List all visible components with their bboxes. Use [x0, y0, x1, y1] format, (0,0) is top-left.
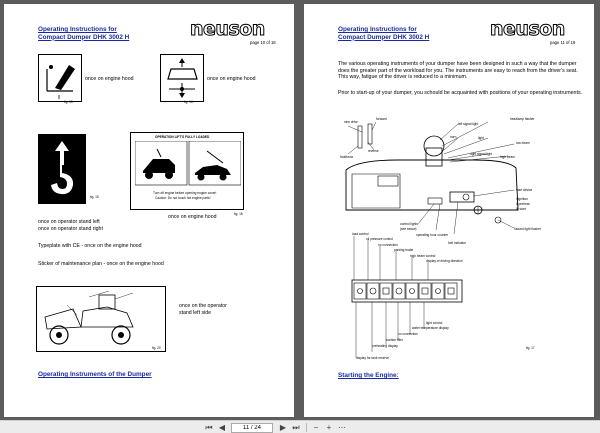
stand-left-text: once on operator stand left	[38, 219, 100, 225]
neuson-logo: neuson	[490, 18, 566, 41]
neuson-logo: neuson	[190, 18, 266, 41]
label-left-signal-light: left signal light	[458, 122, 479, 126]
fig16-label: fig. 16	[234, 212, 243, 216]
more-options-icon[interactable]: ⋯	[338, 423, 346, 432]
label-nine-drive: nine drive	[344, 120, 358, 124]
previous-page-icon[interactable]: ◀	[218, 423, 226, 432]
fig14-label: fig. 14	[184, 100, 193, 104]
warning-line1: Turn off engine before opening engine co…	[153, 191, 217, 195]
fig16-caption: once on engine hood	[168, 214, 217, 220]
page-title-line1: Operating Instructions for	[338, 26, 417, 33]
label-headlamp-flasher: headlamp flasher	[510, 117, 535, 121]
label-light-control: light control	[426, 321, 443, 325]
section-heading: Starting the Engine:	[338, 372, 399, 379]
label-ignition: I ignition	[516, 197, 528, 201]
label-hazard-light-flasher: hazard light flasher	[514, 227, 541, 231]
fig13-caption: once on engine hood	[85, 76, 134, 82]
fig20-dumper-drawing	[36, 286, 166, 352]
label-suction-filter: suction filter	[386, 338, 404, 342]
warning-line2: Caution: Do not touch hot engine parts!	[155, 196, 211, 200]
page-navigation-toolbar: ⏮ ◀ ▶ ⏭ − + ⋯	[0, 420, 600, 433]
label-low-beam: low beam	[516, 141, 530, 145]
label-start: III start	[516, 207, 526, 211]
prior-paragraph: Prior to start-up of your dumper, you sc…	[338, 90, 583, 96]
label-light: light	[478, 136, 484, 140]
fig20-caption-line1: once on the operator	[179, 303, 227, 309]
label-start-device: start device	[516, 188, 533, 192]
label-no-connection-2: no connection	[398, 332, 418, 336]
toolbar-divider	[306, 423, 307, 432]
label-no-connection-1: no connection	[378, 243, 398, 247]
fig15-lifting-hook-symbol	[38, 134, 86, 204]
label-parking-brake: parking brake	[394, 248, 414, 252]
label-preheating-display: preheating display	[372, 344, 398, 348]
fig14-caption: once on engine hood	[207, 76, 256, 82]
stand-right-text: once on operator stand right	[38, 226, 103, 232]
page-number: page 11 of 18	[550, 40, 576, 45]
intro-paragraph: The various operating instruments of you…	[338, 61, 578, 81]
label-display-driving-direction: display of driving direction	[426, 259, 463, 263]
next-page-icon[interactable]: ▶	[279, 423, 287, 432]
label-high-beam-control: high beam control	[410, 254, 436, 258]
fig17-label: fig. 17	[526, 346, 535, 350]
label-reverse: reverse	[368, 149, 379, 153]
fig14-access-symbol	[160, 54, 204, 102]
label-right-signal-light: right signal light	[470, 152, 493, 156]
label-operating-hour-counter: operating hour counter	[416, 233, 449, 237]
sticker-text: Sticker of maintenance plan - once on th…	[38, 261, 164, 267]
label-water-temperature: water temperature display	[412, 326, 449, 330]
last-page-icon[interactable]: ⏭	[292, 423, 300, 432]
zoom-out-icon[interactable]: −	[313, 423, 319, 432]
page-title-line1: Operating Instructions for	[38, 26, 117, 33]
fig16-warning-sticker: OPERATION LIFT'S FULLY LOADED Turn off e…	[130, 132, 244, 210]
label-load-control: load control	[352, 232, 369, 236]
page-number-input[interactable]	[231, 422, 273, 433]
fig13-tipping-symbol	[38, 54, 82, 102]
dashboard-diagram	[345, 121, 519, 358]
fig20-caption-line2: stand left side	[179, 310, 212, 316]
fig15-label: fig. 15	[90, 195, 99, 199]
label-tank-reserve: display for tank reserve	[356, 356, 389, 360]
fig20-label: fig. 20	[152, 346, 161, 350]
warning-header: OPERATION LIFT'S FULLY LOADED	[155, 135, 210, 139]
label-forward: forward	[376, 117, 387, 121]
label-preheat: II preheat	[516, 202, 530, 206]
page-title-line2: Compact Dumper DHK 3002 H	[338, 33, 430, 41]
label-fuel-indicator: fuel indicator	[448, 241, 467, 245]
zoom-in-icon[interactable]: +	[326, 423, 332, 432]
label-high-beam: high beam	[500, 155, 515, 159]
first-page-icon[interactable]: ⏮	[205, 423, 213, 432]
page-title-line2: Compact Dumper DHK 3002 H	[38, 33, 130, 41]
page-10: Operating Instructions for Compact Dumpe…	[4, 4, 294, 417]
fig13-label: fig. 13	[64, 100, 73, 104]
typeplate-text: Typeplate with CE - once on the engine h…	[38, 243, 142, 249]
label-control-lights: control lights	[400, 222, 418, 226]
label-horn: horn	[450, 135, 457, 139]
label-see-below: (see below)	[400, 227, 417, 231]
label-oil-pressure-control: oil pressure control	[366, 237, 393, 241]
page-11: Operating Instructions for Compact Dumpe…	[304, 4, 594, 417]
page-number: page 10 of 18	[250, 40, 276, 45]
section-heading: Operating Instruments of the Dumper	[38, 371, 152, 378]
label-footthrow: footthrow	[340, 155, 354, 159]
